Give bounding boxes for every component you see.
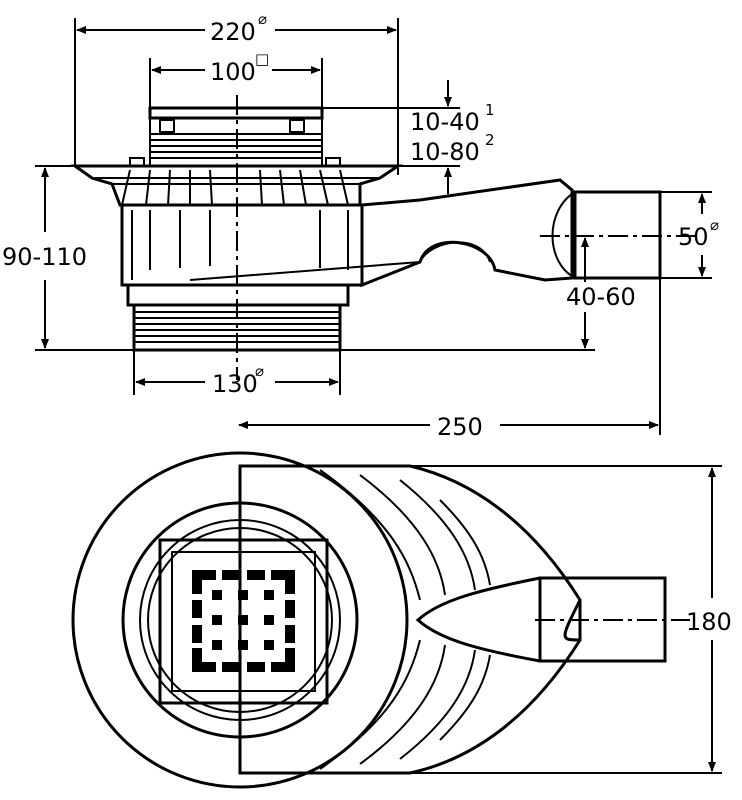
center-lines <box>236 95 700 380</box>
dim-adjust-1-label: 10-40 <box>410 108 480 136</box>
dim-length-label: 250 <box>437 413 483 441</box>
dim-grate-label: 100 <box>210 58 256 86</box>
dim-outlet-height: 40-60 <box>566 237 636 349</box>
dim-outlet-label: 50 <box>678 223 709 251</box>
outlet-diameter-symbol: ⌀ <box>710 216 719 234</box>
dim-outlet-height-label: 40-60 <box>566 283 636 311</box>
dim-adjust-2-label: 10-80 <box>410 138 480 166</box>
grate-holes <box>192 570 295 672</box>
dim-height-label: 90-110 <box>2 243 87 271</box>
base-diameter-symbol: ⌀ <box>255 362 264 380</box>
top-view: 180 <box>71 451 732 789</box>
dim-length: 250 <box>238 278 661 441</box>
dim-height: 90-110 <box>2 165 595 351</box>
dim-base-diameter-label: 130 <box>212 370 258 398</box>
diameter-symbol: ⌀ <box>258 10 267 28</box>
flange-outer-circle <box>71 451 409 789</box>
side-view: 220 ⌀ 100 □ <box>2 10 719 441</box>
dim-grate: 100 □ <box>149 50 323 110</box>
drain-body <box>120 203 364 352</box>
grate-frame <box>129 106 341 167</box>
square-symbol: □ <box>255 50 269 68</box>
dim-base-diameter: 130 ⌀ <box>133 350 341 398</box>
dim-width: 180 <box>410 465 732 774</box>
dim-top-diameter-label: 220 <box>210 18 256 46</box>
dim-top-diameter: 220 ⌀ <box>74 10 399 175</box>
dim-outlet: 50 ⌀ <box>660 191 719 279</box>
dim-adjust: 10-40 1 10-80 2 <box>322 80 495 194</box>
grate-square <box>158 538 329 705</box>
footnote-2: 2 <box>485 131 495 149</box>
dim-width-label: 180 <box>686 608 732 636</box>
footnote-1: 1 <box>485 101 495 119</box>
